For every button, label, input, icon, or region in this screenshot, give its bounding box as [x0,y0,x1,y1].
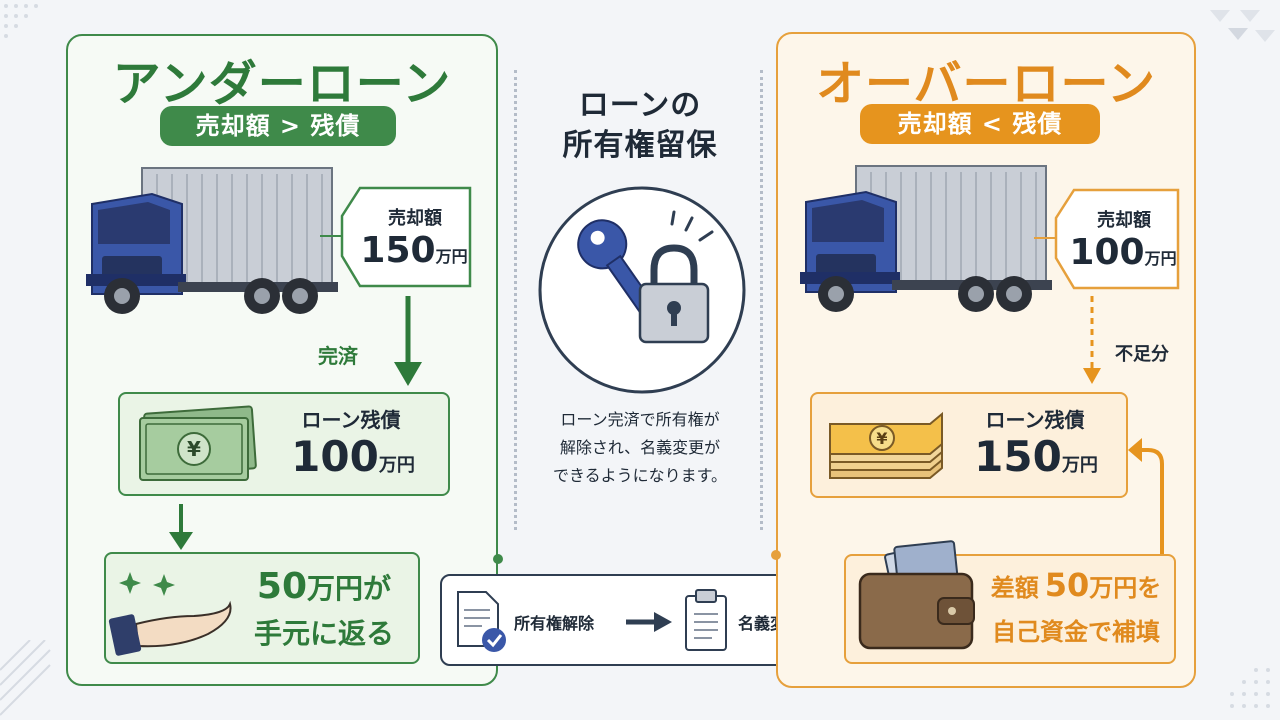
sale-price-unit-right: 万円 [1144,249,1177,268]
arrow-up-curved-icon [1128,438,1164,554]
corner-decoration-bottom-right [1230,668,1270,708]
yen-symbol-left: ¥ [187,437,201,461]
truck-icon-left [86,167,338,314]
loan-balance-number-left: 100 [291,432,379,481]
shortfall-label: 不足分 [1115,344,1169,365]
return-cash-unit: 万円 [307,572,364,605]
sale-price-number-right: 100 [1069,232,1145,273]
loan-balance-unit-right: 万円 [1061,455,1098,476]
yen-symbol-right: ¥ [876,429,887,448]
loan-balance-label-left: ローン残債 [301,408,401,432]
return-cash-line1: 50万円が [234,566,414,607]
key-lock-icon [538,186,746,394]
clipboard-icon [685,589,727,651]
price-tag-shape-left [320,186,472,288]
self-funding-number: 50 [1044,566,1090,604]
center-title-line1: ローンの [578,88,702,123]
arrow-down-icon-left [394,296,422,386]
arrow-down-dashed-icon [1083,296,1101,384]
banknote-icon: ¥ [139,405,257,481]
under-loan-title: アンダーローン [112,56,452,112]
arrow-right-icon [626,612,672,632]
arrow-down-icon-left-small [169,504,193,550]
panel-connector-dot-left [493,554,503,564]
sale-price-label-right: 売却額 [1097,210,1151,231]
over-loan-title: オーバーローン [815,56,1157,112]
under-loan-condition-badge: 売却額 > 残債 [160,106,396,146]
center-title-line2: 所有権留保 [562,128,718,163]
corner-decoration-top-left [4,4,38,38]
return-cash-suffix: が [363,572,392,605]
truck-icon-right [800,165,1052,312]
sale-price-value-left: 150万円 [354,230,474,271]
center-description-line2: 解除され、名義変更が [559,438,721,457]
self-funding-line2: 自己資金で補填 [992,618,1160,646]
self-funding-unit: 万円 [1089,574,1138,602]
sale-price-number-left: 150 [360,230,436,271]
document-check-icon [457,591,506,652]
hand-receive-icon [108,572,232,656]
wallet-icon [858,540,975,650]
over-loan-condition-badge: 売却額 < 残債 [860,104,1100,144]
sale-price-value-right: 100万円 [1066,232,1180,273]
corner-decoration-top-right [1210,10,1275,42]
panel-connector-dot-right [771,550,781,560]
self-funding-suffix: を [1137,574,1162,602]
step-ownership-release: 所有権解除 [514,614,595,633]
loan-balance-number-right: 150 [974,432,1062,481]
divider-left [514,70,517,530]
center-description-line3: できるようになります。 [552,466,728,485]
loan-balance-value-left: 100万円 [268,432,438,481]
sale-price-unit-left: 万円 [435,247,468,266]
paid-off-label: 完済 [318,344,358,368]
divider-right [760,70,763,530]
self-funding-prefix: 差額 [990,574,1039,602]
money-stack-icon: ¥ [829,411,943,479]
return-cash-number: 50 [256,566,308,607]
center-description-line1: ローン完済で所有権が [560,410,720,429]
loan-balance-unit-left: 万円 [378,455,415,476]
loan-balance-value-right: 150万円 [952,432,1120,481]
price-tag-shape-right [1034,188,1180,290]
sale-price-label-left: 売却額 [388,208,442,229]
loan-balance-label-right: ローン残債 [985,408,1085,432]
corner-decoration-bottom-left [0,640,51,716]
return-cash-line2: 手元に返る [253,617,394,650]
